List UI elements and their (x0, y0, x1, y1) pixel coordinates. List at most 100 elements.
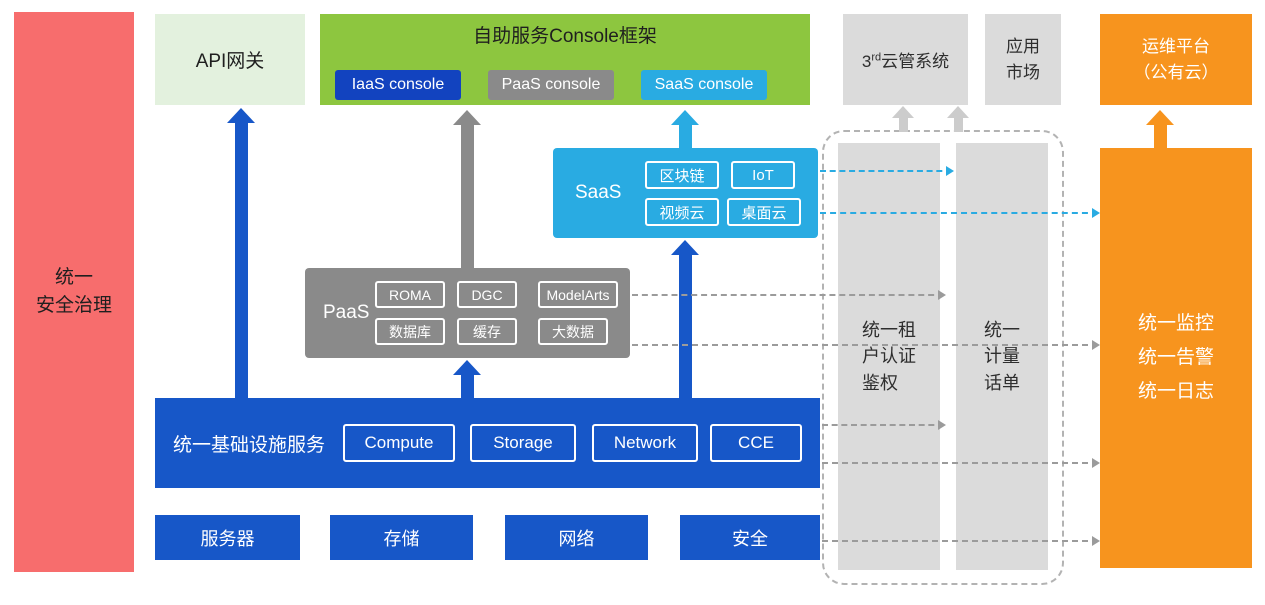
infra-item-network-label: Network (613, 433, 677, 452)
monitoring-box: 统一监控 统一告警 统一日志 (1100, 148, 1252, 568)
arrow-shaft (234, 123, 248, 398)
paas-item-modelarts: ModelArts (538, 281, 618, 308)
saas-item-desktop-cloud: 桌面云 (727, 198, 801, 226)
arrow-shaft (1153, 125, 1167, 148)
connector-hw-security-to-monitoring (822, 536, 1100, 546)
paas-item-roma: ROMA (375, 281, 445, 308)
security-governance-label: 统一 安全治理 (35, 266, 112, 317)
monitoring-label: 统一监控 统一告警 统一日志 (1137, 312, 1214, 403)
paas-item-dgc-label: DGC (471, 286, 503, 303)
console-framework-title: 自助服务Console框架 (473, 26, 657, 47)
app-market-box: 应用 市场 (985, 14, 1061, 105)
hw-storage-box: 存储 (330, 515, 473, 560)
arrow-infra-to-paas (453, 360, 481, 398)
connector-saas-to-monitoring (820, 208, 1100, 218)
auth-bar-label: 统一租 户认证 鉴权 (862, 320, 916, 393)
arrow-paas-to-console (453, 110, 481, 268)
infra-item-cce-label: CCE (738, 433, 774, 452)
saas-item-video-cloud: 视频云 (645, 198, 719, 226)
arrow-head (227, 108, 255, 123)
saas-item-video-cloud-label: 视频云 (659, 204, 705, 222)
connector-arrowhead (1092, 536, 1100, 546)
arrow-shaft (460, 375, 474, 398)
api-gateway-box: API网关 (155, 14, 305, 105)
third-party-num: 3 (861, 52, 872, 71)
third-party-rest: 云管系统 (881, 52, 950, 71)
auth-bar: 统一租 户认证 鉴权 (838, 143, 940, 570)
arrow-shaft (953, 118, 963, 132)
saas-item-iot: IoT (731, 161, 795, 189)
connector-arrowhead (938, 420, 946, 430)
hw-storage-label: 存储 (383, 528, 420, 549)
iaas-console-label: IaaS console (351, 76, 445, 93)
third-party-sup: rd (871, 51, 882, 64)
infra-item-network: Network (592, 424, 698, 462)
arrow-saas-to-console (671, 110, 699, 148)
console-framework-box: 自助服务Console框架 IaaS console PaaS console … (320, 14, 810, 105)
arrow-shaft (460, 125, 474, 268)
infra-item-storage-label: Storage (493, 433, 553, 452)
saas-item-blockchain-label: 区块链 (659, 167, 705, 185)
paas-item-dgc: DGC (457, 281, 517, 308)
hw-server-box: 服务器 (155, 515, 300, 560)
api-gateway-label: API网关 (195, 51, 265, 72)
arrow-head (453, 360, 481, 375)
connector-infra-to-auth (822, 420, 946, 430)
infra-item-storage: Storage (470, 424, 576, 462)
arrow-head (671, 240, 699, 255)
hw-server-label: 服务器 (200, 528, 255, 549)
hw-security-label: 安全 (732, 528, 768, 549)
arrow-infra-to-saas (671, 240, 699, 398)
saas-console-label: SaaS console (654, 76, 754, 93)
paas-item-database-label: 数据库 (389, 323, 431, 340)
paas-item-bigdata: 大数据 (538, 318, 608, 345)
arrow-metering-to-app-market (947, 106, 969, 132)
connector-infra-to-monitoring (822, 458, 1100, 468)
paas-label: PaaS (323, 302, 370, 323)
metering-bar: 统一 计量 话单 (956, 143, 1048, 570)
paas-item-cache-label: 缓存 (473, 323, 501, 340)
saas-item-blockchain: 区块链 (645, 161, 719, 189)
arrow-shaft (898, 118, 908, 132)
arrow-head (671, 110, 699, 125)
connector-paas-to-auth (632, 290, 946, 300)
arrow-infra-to-api-gateway (227, 108, 255, 398)
connector-paas-to-monitoring (632, 340, 1100, 350)
paas-console-label: PaaS console (501, 76, 601, 93)
saas-box: SaaS 区块链 IoT 视频云 桌面云 (553, 148, 818, 238)
hw-security-box: 安全 (680, 515, 820, 560)
connector-arrowhead (1092, 340, 1100, 350)
infra-item-compute: Compute (343, 424, 455, 462)
arrow-shaft (678, 125, 692, 148)
infrastructure-label: 统一基础设施服务 (173, 434, 326, 456)
connector-arrowhead (1092, 458, 1100, 468)
connector-arrowhead (946, 166, 954, 176)
connector-arrowhead (938, 290, 946, 300)
infrastructure-box: 统一基础设施服务 Compute Storage Network CCE (155, 398, 820, 488)
paas-item-bigdata-label: 大数据 (552, 323, 594, 340)
arrow-monitoring-to-ops-platform (1146, 110, 1174, 148)
paas-box: PaaS ROMA DGC ModelArts 数据库 缓存 大数据 (305, 268, 630, 358)
connector-saas-to-auth (820, 166, 954, 176)
infra-item-compute-label: Compute (364, 433, 434, 452)
hw-network-label: 网络 (558, 528, 595, 549)
iaas-console-chip: IaaS console (335, 70, 461, 100)
arrow-auth-to-third-party (892, 106, 914, 132)
paas-item-modelarts-label: ModelArts (546, 286, 610, 303)
security-governance-panel: 统一 安全治理 (14, 12, 134, 572)
arrow-head (453, 110, 481, 125)
paas-item-roma-label: ROMA (389, 286, 431, 303)
saas-item-iot-label: IoT (752, 166, 774, 184)
arrow-head (892, 106, 914, 118)
infra-item-cce: CCE (710, 424, 802, 462)
paas-item-cache: 缓存 (457, 318, 517, 345)
saas-label: SaaS (575, 182, 622, 203)
paas-console-chip: PaaS console (488, 70, 614, 100)
metering-bar-label: 统一 计量 话单 (984, 320, 1020, 393)
ops-platform-box: 运维平台 （公有云） (1100, 14, 1252, 105)
hw-network-box: 网络 (505, 515, 648, 560)
paas-item-database: 数据库 (375, 318, 445, 345)
saas-item-desktop-cloud-label: 桌面云 (741, 204, 787, 222)
arrow-head (1146, 110, 1174, 125)
saas-console-chip: SaaS console (641, 70, 767, 100)
